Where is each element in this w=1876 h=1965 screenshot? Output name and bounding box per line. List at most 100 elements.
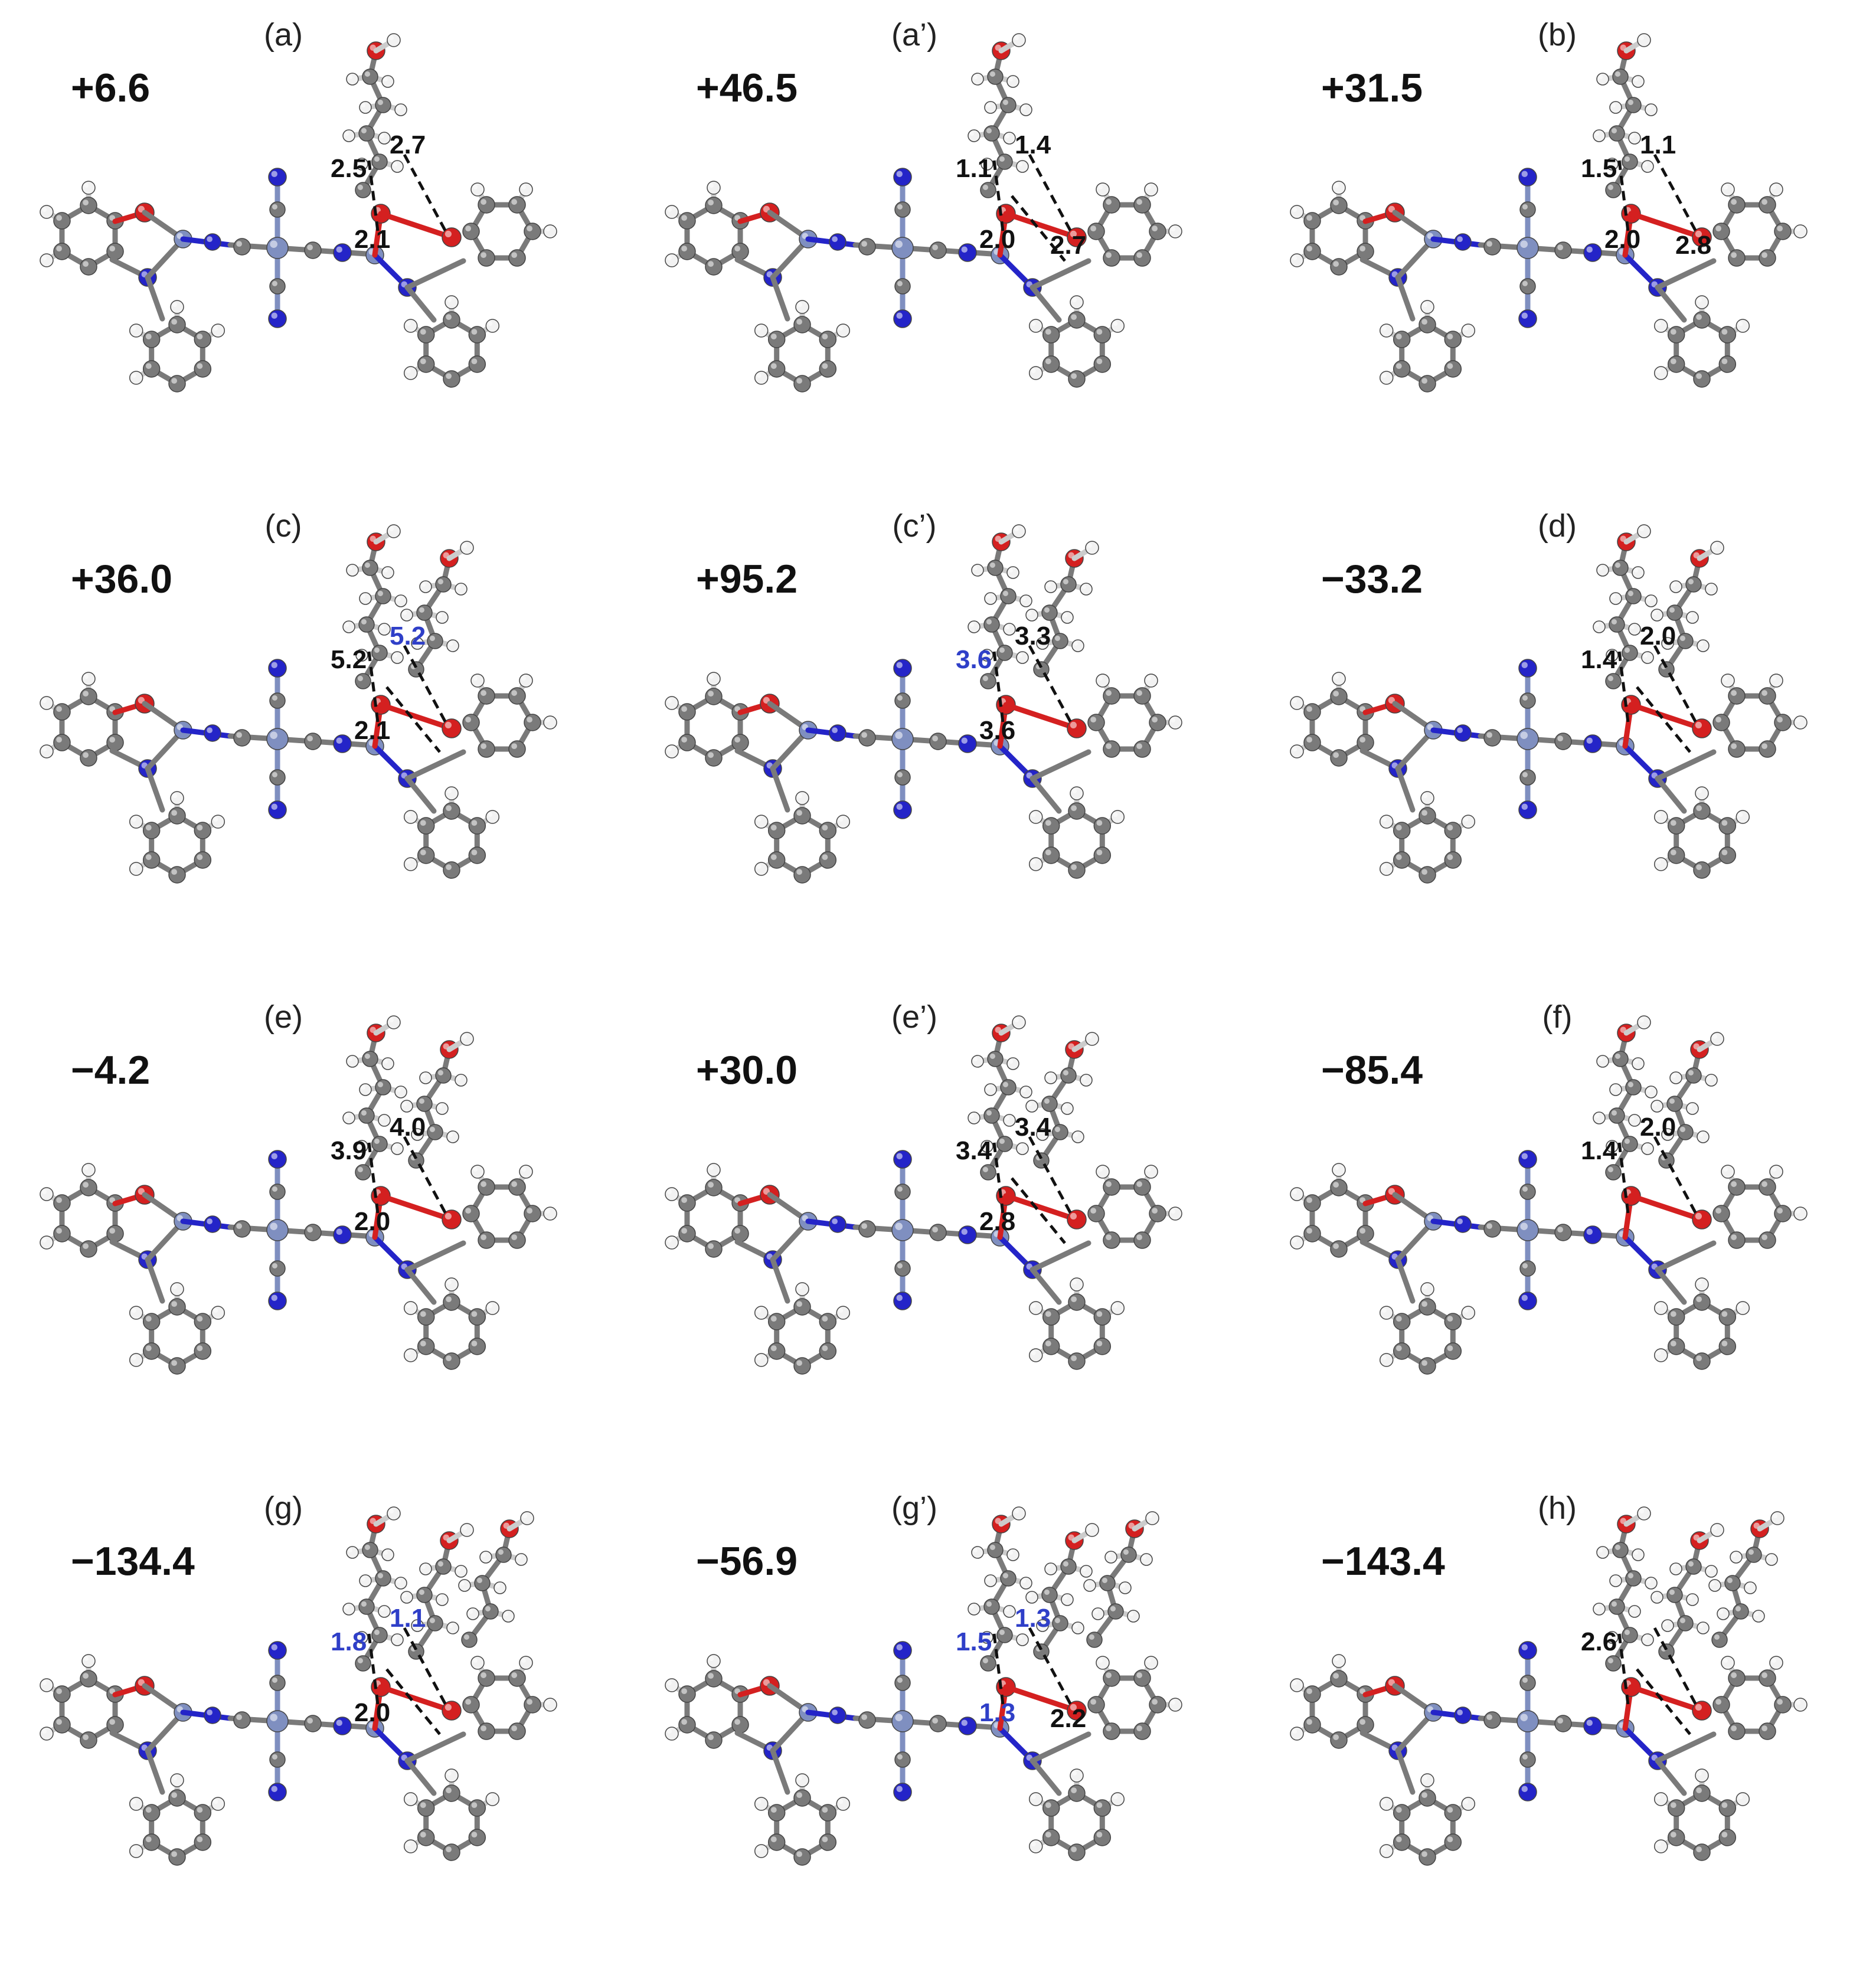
atom-highlight bbox=[449, 1133, 453, 1137]
atom-highlight bbox=[389, 527, 394, 531]
atom-highlight bbox=[403, 611, 407, 615]
atom-highlight bbox=[1679, 1126, 1685, 1132]
carbon-atom bbox=[194, 851, 212, 869]
carbon-atom bbox=[1000, 1079, 1017, 1096]
hydrogen-atom bbox=[1061, 611, 1074, 624]
atom-highlight bbox=[1106, 199, 1112, 205]
carbon-atom bbox=[1685, 1558, 1702, 1575]
atom-highlight bbox=[1688, 578, 1694, 584]
atom-highlight bbox=[1071, 373, 1077, 379]
atom-highlight bbox=[1612, 103, 1616, 107]
carbon-atom bbox=[355, 182, 371, 198]
hydrogen-atom bbox=[1420, 300, 1434, 314]
carbon-atom bbox=[1609, 616, 1625, 633]
atom-highlight bbox=[1738, 1794, 1743, 1799]
carbon-atom bbox=[80, 749, 97, 767]
carbon-atom bbox=[358, 125, 375, 142]
atom-highlight bbox=[406, 812, 411, 817]
interaction-line bbox=[1653, 153, 1698, 233]
atom-highlight bbox=[1072, 1771, 1077, 1776]
atom-highlight bbox=[336, 1228, 342, 1235]
bond bbox=[1655, 749, 1717, 782]
hydrogen-atom bbox=[211, 1306, 225, 1320]
atom-highlight bbox=[1670, 849, 1676, 855]
hydrogen-atom bbox=[1736, 319, 1750, 333]
interaction-line bbox=[1636, 1668, 1691, 1735]
atom-highlight bbox=[1670, 358, 1676, 364]
atom-highlight bbox=[1630, 625, 1635, 629]
atom-highlight bbox=[1723, 676, 1728, 681]
hydrogen-atom bbox=[1653, 857, 1668, 871]
carbon-atom bbox=[416, 604, 433, 621]
atom-highlight bbox=[1447, 334, 1453, 339]
distance-label: 3.4 bbox=[956, 1136, 992, 1165]
carbon-atom bbox=[508, 196, 526, 214]
carbon-atom bbox=[1693, 370, 1711, 388]
atom-highlight bbox=[1608, 651, 1612, 655]
carbon-atom bbox=[1419, 1789, 1436, 1807]
atom-highlight bbox=[1624, 1138, 1630, 1144]
atom-highlight bbox=[1586, 1719, 1593, 1726]
atom-highlight bbox=[1113, 321, 1118, 326]
hydrogen-atom bbox=[1006, 566, 1019, 579]
carbon-atom bbox=[1667, 817, 1685, 835]
hydrogen-atom bbox=[387, 1015, 401, 1029]
carbon-atom bbox=[417, 1338, 435, 1355]
carbon-atom bbox=[508, 249, 526, 267]
atom-highlight bbox=[1715, 1208, 1721, 1214]
hydrogen-atom bbox=[1632, 1057, 1645, 1070]
carbon-atom bbox=[269, 1675, 286, 1691]
atom-highlight bbox=[1047, 1565, 1051, 1569]
atom-highlight bbox=[364, 562, 370, 568]
atom-highlight bbox=[488, 1794, 493, 1799]
atom-highlight bbox=[734, 1228, 741, 1234]
atom-highlight bbox=[42, 1238, 47, 1243]
carbon-atom bbox=[894, 692, 911, 709]
carbon-atom bbox=[443, 861, 460, 879]
atom-highlight bbox=[1002, 1081, 1008, 1087]
atom-highlight bbox=[1002, 590, 1008, 596]
atom-highlight bbox=[1395, 1345, 1402, 1351]
carbon-atom bbox=[168, 316, 186, 334]
molecule-structure: 2.6 bbox=[1290, 1506, 1808, 1866]
atom-highlight bbox=[1334, 674, 1339, 679]
hydrogen-atom bbox=[40, 1678, 54, 1692]
carbon-atom bbox=[416, 1096, 433, 1112]
atom-highlight bbox=[1634, 1060, 1638, 1064]
hydrogen-atom bbox=[1710, 1032, 1724, 1046]
hydrogen-atom bbox=[1461, 1306, 1476, 1320]
nitrogen-atom bbox=[1583, 1716, 1602, 1735]
atom-highlight bbox=[271, 1294, 277, 1301]
hydrogen-atom bbox=[1016, 1633, 1029, 1646]
atom-highlight bbox=[446, 373, 452, 379]
carbon-atom bbox=[1444, 1804, 1462, 1822]
atom-highlight bbox=[1738, 321, 1743, 326]
carbon-atom bbox=[996, 1627, 1013, 1643]
carbon-atom bbox=[1693, 802, 1711, 820]
hydrogen-atom bbox=[1686, 1593, 1699, 1606]
atom-highlight bbox=[1074, 642, 1078, 646]
atom-highlight bbox=[1796, 718, 1800, 722]
atom-highlight bbox=[1018, 1145, 1022, 1149]
atom-highlight bbox=[527, 1208, 532, 1214]
carbon-atom bbox=[1554, 1715, 1572, 1732]
bond bbox=[900, 245, 994, 257]
atom-highlight bbox=[236, 1223, 242, 1229]
bond bbox=[1655, 1731, 1717, 1764]
nitrogen-atom bbox=[893, 1641, 912, 1660]
carbon-atom bbox=[142, 360, 161, 378]
atom-highlight bbox=[1696, 805, 1702, 811]
bond bbox=[1628, 702, 1705, 731]
carbon-atom bbox=[987, 1542, 1004, 1558]
atom-highlight bbox=[1038, 639, 1042, 643]
nitrogen-atom bbox=[268, 309, 287, 328]
hydrogen-atom bbox=[1003, 623, 1016, 636]
hydrogen-atom bbox=[665, 1235, 679, 1250]
atom-highlight bbox=[1557, 244, 1563, 250]
atom-highlight bbox=[397, 597, 401, 601]
atom-highlight bbox=[1656, 812, 1661, 817]
nitrogen-atom bbox=[268, 1641, 287, 1660]
hydrogen-atom bbox=[1096, 673, 1110, 688]
